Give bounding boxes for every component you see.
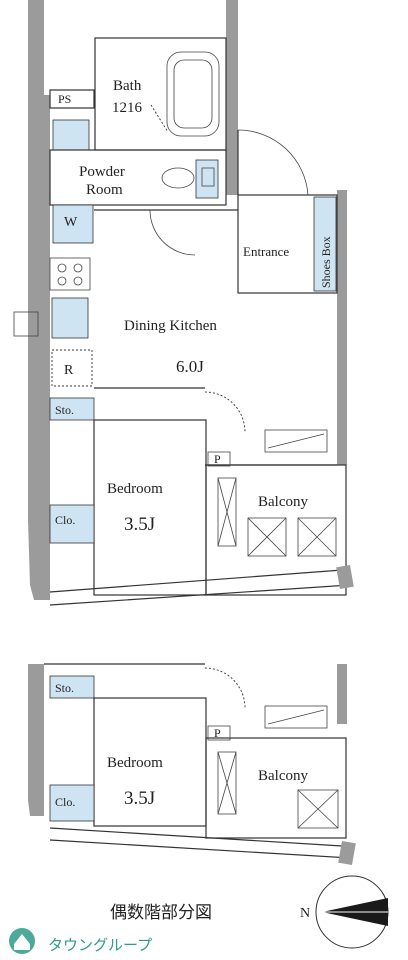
bathtub — [166, 51, 220, 137]
watermark-company: タウングループ — [48, 936, 152, 954]
balcony-bottom-wall — [49, 569, 351, 606]
compass: N — [300, 875, 389, 949]
line — [267, 709, 325, 725]
lower-storage — [49, 675, 95, 699]
caption: 偶数階部分図 — [110, 903, 212, 922]
shoes-box — [313, 196, 337, 292]
washer-space — [52, 204, 94, 244]
lower-balcony — [205, 737, 347, 839]
house-icon — [14, 934, 30, 950]
outdoor-unit-2 — [297, 517, 337, 557]
outdoor-unit-1 — [247, 517, 287, 557]
cross-line — [247, 517, 287, 557]
bedroom — [93, 419, 207, 596]
lower-exterior-wall-right — [337, 664, 347, 724]
cross-line — [297, 517, 337, 557]
burner-4 — [73, 276, 83, 286]
lower-bedroom-size-label: 3.5J — [124, 788, 155, 809]
ps-label: PS — [58, 92, 71, 106]
dk-sliding-swing — [204, 391, 246, 433]
exterior-wall-left — [28, 0, 50, 600]
bath-room — [94, 37, 227, 151]
burner-2 — [73, 263, 83, 273]
lower-floor-plan: Sto. Bedroom 3.5J Clo. Balcony P — [28, 663, 356, 866]
lower-closet-label: Clo. — [55, 795, 75, 809]
lower-balcony-bottom-wall — [49, 827, 352, 859]
bath-door-swing — [150, 104, 169, 133]
burner-3 — [57, 276, 67, 286]
lower-balcony-label: Balcony — [258, 768, 308, 784]
pipe-shaft — [49, 89, 95, 109]
kitchen-vent — [13, 311, 39, 337]
shoes-box-label: Shoes Box — [319, 236, 333, 288]
lower-balcony-corner — [338, 840, 356, 866]
lower-outdoor-unit — [297, 789, 339, 829]
balcony-corner — [336, 564, 354, 590]
exterior-wall-right — [337, 190, 347, 465]
exterior-wall-right-top — [226, 0, 238, 195]
storage — [49, 397, 95, 421]
lower-storage-label: Sto. — [55, 681, 74, 695]
entrance-door-swing — [237, 129, 309, 196]
powder-room — [49, 149, 227, 206]
lower-bedroom-label: Bedroom — [107, 755, 163, 771]
powder-label-2: Room — [86, 182, 123, 198]
dk-size-label: 6.0J — [176, 357, 204, 376]
wash-basin — [52, 119, 90, 151]
entrance-label: Entrance — [243, 244, 289, 259]
cross-line — [297, 789, 339, 829]
entrance — [237, 194, 338, 294]
balcony-unit-left — [217, 477, 237, 547]
toilet-tank — [195, 159, 219, 199]
dk-label: Dining Kitchen — [124, 318, 217, 334]
burner-1 — [57, 263, 67, 273]
lower-closet — [49, 784, 95, 822]
bath-label: Bath — [113, 78, 142, 94]
compass-north-label: N — [300, 906, 310, 921]
storage-label: Sto. — [55, 403, 74, 417]
toilet — [161, 167, 195, 189]
stove — [49, 257, 91, 291]
lower-sliding-swing — [204, 667, 246, 709]
bathtub-inner — [173, 59, 213, 129]
refrigerator-space — [51, 349, 93, 387]
balcony-label: Balcony — [258, 494, 308, 510]
lower-pipe-space — [207, 725, 231, 741]
fridge-label: R — [64, 363, 74, 378]
lower-pipe-space-label: P — [214, 726, 221, 740]
pipe-space-label: P — [214, 452, 221, 466]
upper-floor-plan: Bath 1216 PS Powder Room W Entrance Shoe… — [13, 0, 354, 606]
kitchen-sink — [51, 297, 89, 339]
cross-line — [217, 751, 237, 815]
lower-window — [264, 705, 328, 729]
dk-door-swing — [149, 209, 196, 256]
closet — [49, 504, 95, 544]
lower-balcony-unit-left — [217, 751, 237, 815]
cross-line — [217, 477, 237, 547]
bath-size-label: 1216 — [112, 100, 143, 116]
powder-label-1: Powder — [79, 164, 125, 180]
pipe-space — [207, 451, 231, 467]
dk-window — [264, 429, 328, 453]
closet-label: Clo. — [55, 513, 75, 527]
bedroom-label: Bedroom — [107, 481, 163, 497]
watermark: タウングループ — [9, 928, 152, 954]
toilet-fixture — [201, 167, 215, 187]
line — [267, 433, 325, 449]
balcony — [205, 464, 347, 596]
bedroom-size-label: 3.5J — [124, 514, 155, 535]
lower-exterior-wall-left — [28, 664, 44, 816]
washer-label: W — [64, 215, 78, 230]
